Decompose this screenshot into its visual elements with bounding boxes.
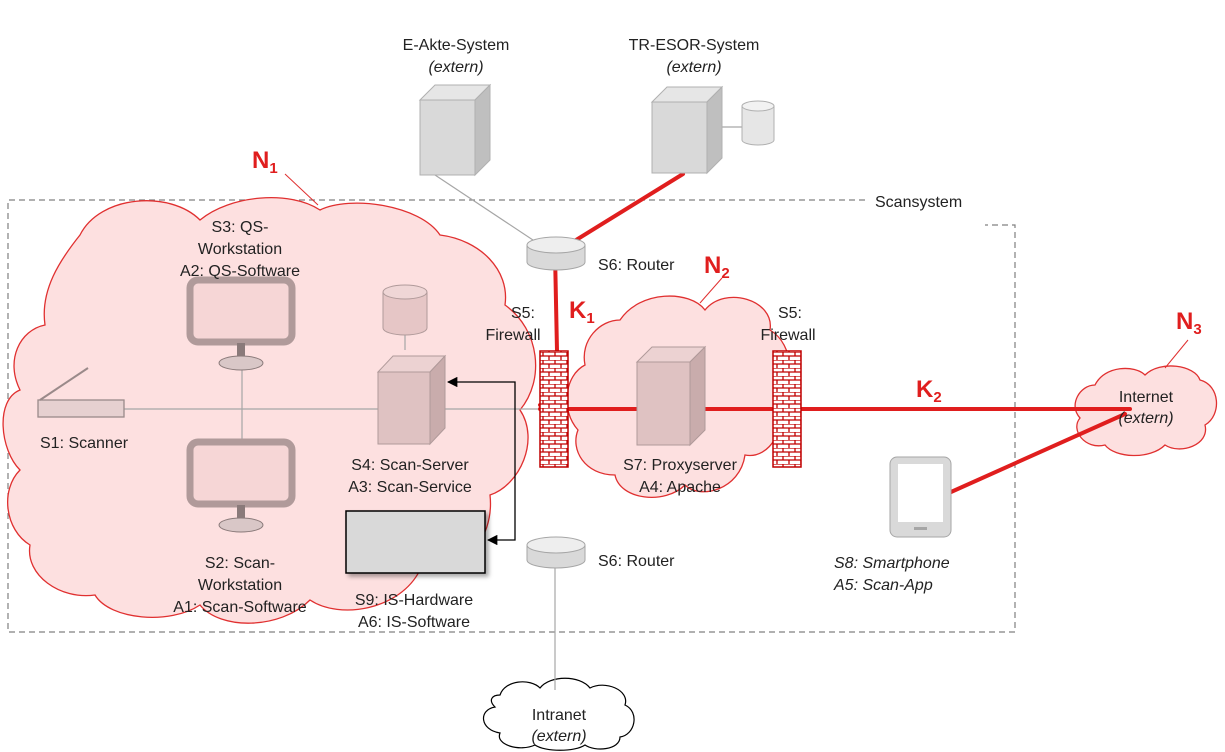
s2-label-line1: S2: Scan- xyxy=(205,555,275,572)
router-top-icon xyxy=(526,236,586,271)
e-akte-server-icon xyxy=(418,83,492,177)
firewall-right-icon xyxy=(772,350,802,468)
s7-label-line2: A4: Apache xyxy=(639,479,721,496)
scansystem-label: Scansystem xyxy=(875,194,962,211)
s5-left-label-line1: S5: xyxy=(511,305,535,322)
label-pointers xyxy=(284,173,1189,369)
is-hardware-icon xyxy=(345,510,486,574)
proxyserver-icon xyxy=(635,345,707,447)
e-akte-note: (extern) xyxy=(428,59,483,76)
internet-cloud xyxy=(1074,365,1218,457)
s8-label-line1: S8: Smartphone xyxy=(834,555,950,572)
e-akte-name: E-Akte-System xyxy=(403,37,510,54)
intranet-cloud xyxy=(483,677,635,751)
network-n1-label: N1 xyxy=(252,147,278,177)
s9-label-line2: A6: IS-Software xyxy=(358,614,470,631)
s3-label-line1: S3: QS- xyxy=(212,219,269,236)
s6-top-label: S6: Router xyxy=(598,257,675,274)
intranet-name: Intranet xyxy=(532,707,587,724)
s6-bottom-label: S6: Router xyxy=(598,553,675,570)
intranet-note: (extern) xyxy=(531,728,586,745)
qs-workstation-icon xyxy=(186,276,296,371)
scan-workstation-icon xyxy=(186,438,296,533)
is-hardware-arrow xyxy=(446,376,516,546)
s2-label-line2: Workstation xyxy=(198,577,282,594)
s4-label-line2: A3: Scan-Service xyxy=(348,479,472,496)
network-n3-label: N3 xyxy=(1176,308,1202,338)
scansystem-boundary xyxy=(7,199,1016,633)
s5-right-label-line2: Firewall xyxy=(760,327,815,344)
s9-label-line1: S9: IS-Hardware xyxy=(355,592,473,609)
firewall-left-icon xyxy=(539,350,569,468)
internet-note: (extern) xyxy=(1118,410,1173,427)
s4-label-line1: S4: Scan-Server xyxy=(351,457,469,474)
s5-left-label-line2: Firewall xyxy=(485,327,540,344)
connection-k2-label: K2 xyxy=(916,376,942,406)
smartphone-icon xyxy=(889,456,952,538)
s2-label-line3: A1: Scan-Software xyxy=(173,599,307,616)
s5-right-label-line1: S5: xyxy=(778,305,802,322)
tr-esor-storage-icon xyxy=(741,100,775,146)
s1-label: S1: Scanner xyxy=(40,435,129,452)
tr-esor-name: TR-ESOR-System xyxy=(629,37,760,54)
scanner-icon xyxy=(37,367,125,418)
router-bottom-icon xyxy=(526,536,586,569)
tr-esor-note: (extern) xyxy=(666,59,721,76)
network-n2-label: N2 xyxy=(704,252,730,282)
s3-label-line2: Workstation xyxy=(198,241,282,258)
s7-label-line1: S7: Proxyserver xyxy=(623,457,737,474)
scan-server-storage-icon xyxy=(382,284,428,336)
s3-label-line3: A2: QS-Software xyxy=(180,263,300,280)
tr-esor-server-icon xyxy=(650,85,724,175)
connection-k1-label: K1 xyxy=(569,297,595,327)
s8-label-line2: A5: Scan-App xyxy=(833,577,933,594)
scan-server-icon xyxy=(376,354,447,446)
internet-name: Internet xyxy=(1119,389,1174,406)
